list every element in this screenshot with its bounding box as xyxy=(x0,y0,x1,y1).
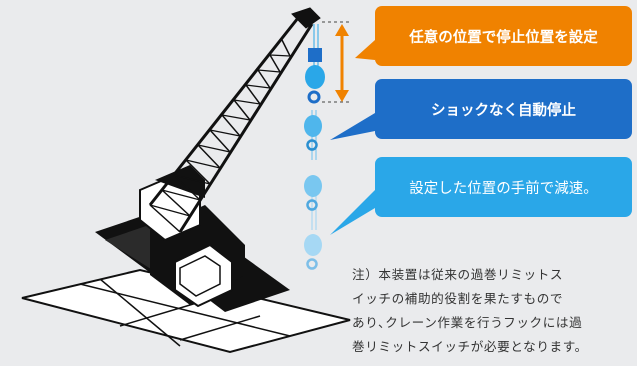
callout-auto-stop: ショックなく自動停止 xyxy=(375,79,632,139)
hook-3-icon xyxy=(304,175,322,211)
footnote-line: あり､クレーン作業を行うフックには過 xyxy=(352,315,583,330)
callout-decelerate-text: 設定した位置の手前で減速。 xyxy=(409,180,598,197)
hook-2-icon xyxy=(304,115,322,151)
callout-set-stop-position: 任意の位置で停止位置を設定 xyxy=(375,6,632,66)
lattice-boom xyxy=(148,7,321,233)
ground-plates xyxy=(21,268,351,354)
hook-4-icon xyxy=(304,234,322,270)
hook-1-icon xyxy=(305,48,325,104)
callout-auto-stop-text: ショックなく自動停止 xyxy=(431,102,576,119)
footnote: 注）本装置は従来の過巻リミットス イッチの補助的役割を果たすもので あり､クレー… xyxy=(352,263,634,359)
footnote-line: イッチの補助的役割を果たすもので xyxy=(352,291,564,306)
callout-decelerate: 設定した位置の手前で減速。 xyxy=(375,157,632,217)
stop-range-indicator xyxy=(322,21,352,103)
footnote-line: 巻リミットスイッチが必要となります。 xyxy=(352,339,588,354)
footnote-line: 注）本装置は従来の過巻リミットス xyxy=(352,267,564,282)
crane-cab xyxy=(139,165,245,308)
callout-tails xyxy=(330,40,380,235)
callout-set-stop-position-text: 任意の位置で停止位置を設定 xyxy=(409,29,598,46)
